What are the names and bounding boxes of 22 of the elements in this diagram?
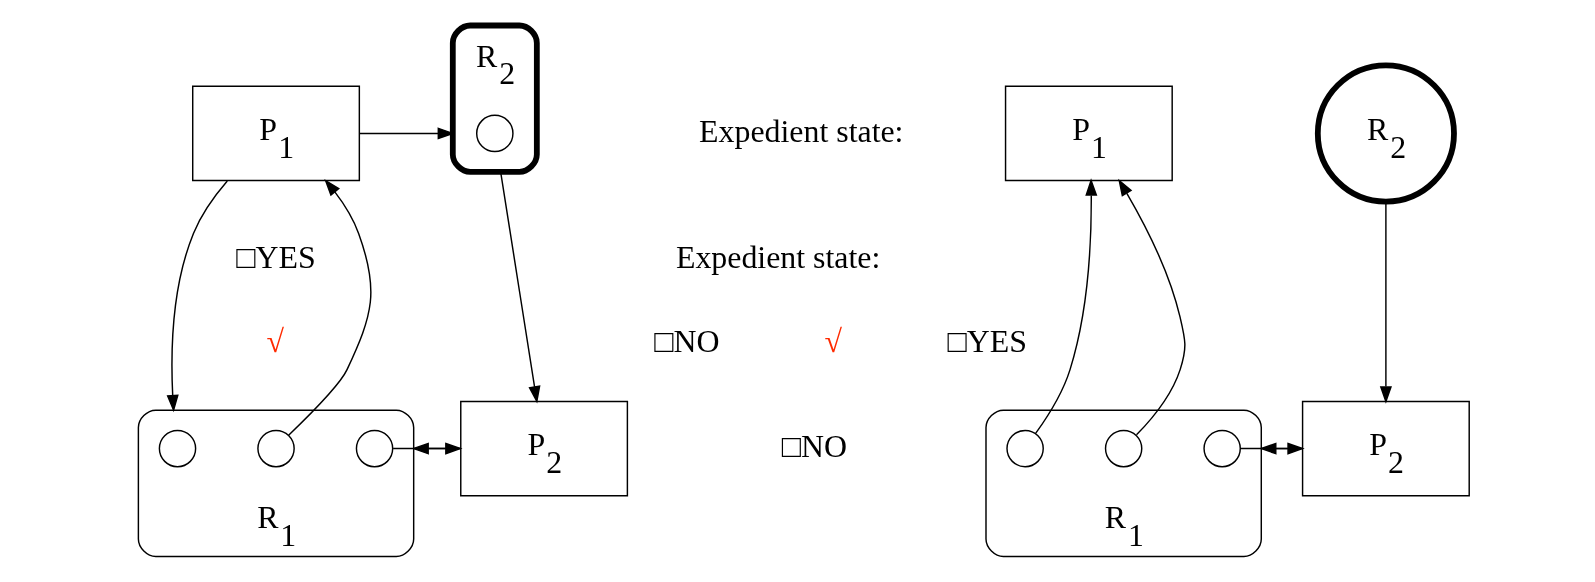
- label: Expedient state:: [675, 239, 880, 275]
- arrow: [1379, 201, 1392, 404]
- arrow: [1239, 442, 1305, 455]
- node-circle: [475, 114, 514, 153]
- label: □NO: [653, 323, 719, 359]
- node-circle: [158, 429, 196, 468]
- label: □NO: [781, 428, 847, 464]
- node-circle: [1202, 429, 1241, 468]
- arrow: [1034, 178, 1097, 434]
- label: √: [823, 323, 842, 359]
- arrow: [499, 171, 540, 404]
- node-circle: [355, 429, 393, 468]
- node-circle: [1005, 429, 1044, 468]
- arrow: [287, 178, 372, 436]
- label: Expedient state:: [698, 113, 903, 149]
- node-circle: [1104, 429, 1142, 468]
- arrow: [166, 180, 228, 413]
- node-circle: [256, 429, 295, 468]
- label: √: [266, 323, 284, 359]
- label: □YES: [235, 239, 316, 275]
- label: □YES: [947, 323, 1027, 359]
- arrow: [1117, 178, 1186, 436]
